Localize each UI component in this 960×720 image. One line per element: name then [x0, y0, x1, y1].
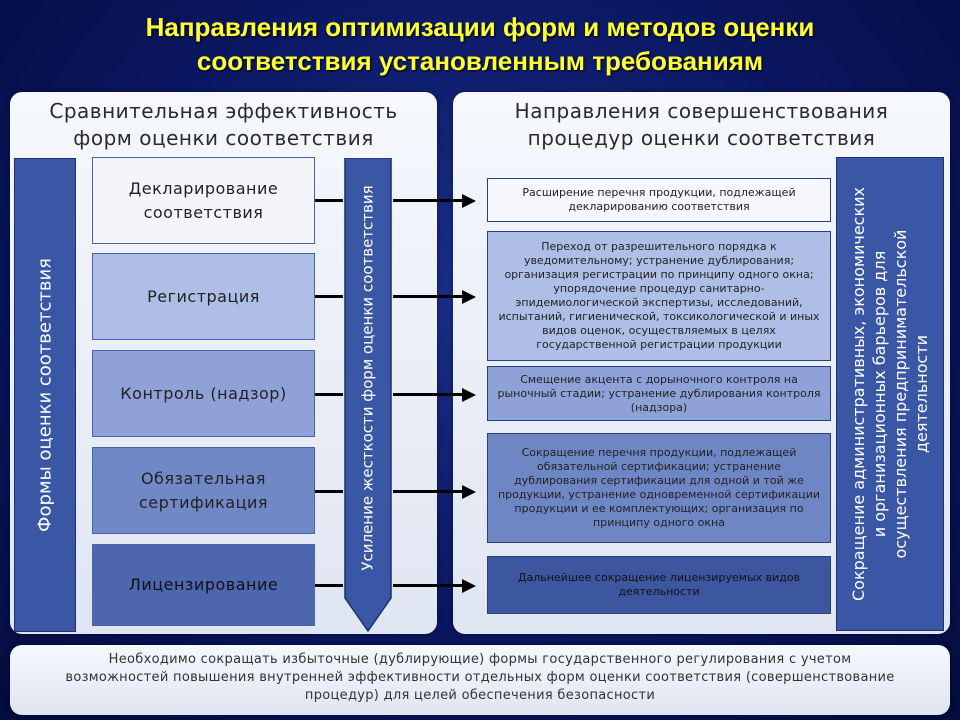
- direction-box-3: Смещение акцента с дорыночного контроля …: [487, 366, 831, 421]
- stringency-arrow-label: Усиление жесткости форм оценки соответст…: [358, 185, 377, 571]
- direction-box-4: Сокращение перечня продукции, подлежащей…: [487, 433, 831, 543]
- conclusion-text: Необходимо сокращать избыточные (дублиру…: [10, 651, 950, 705]
- direction-text: Переход от разрешительного порядка к уве…: [498, 240, 820, 351]
- direction-text: Смещение акцента с дорыночного контроля …: [497, 372, 821, 414]
- title-line-2: соответствия установленным требованиям: [196, 46, 764, 76]
- form-box-licensing: Лицензирование: [92, 544, 315, 626]
- slide-title: Направления оптимизации форм и методов о…: [0, 10, 960, 78]
- direction-box-2: Переход от разрешительного порядка к уве…: [487, 231, 831, 361]
- barriers-label-line-4: деятельности: [912, 334, 931, 454]
- forms-side-label-bar: Формы оценки соответствия: [14, 158, 76, 632]
- direction-box-1: Расширение перечня продукции, подлежащей…: [487, 178, 831, 222]
- forms-side-label: Формы оценки соответствия: [34, 258, 56, 532]
- form-label-2: соответствия: [143, 202, 264, 222]
- form-label: Лицензирование: [128, 575, 279, 594]
- left-heading-line-1: Сравнительная эффективность: [49, 99, 398, 123]
- conclusion-line-1: Необходимо сокращать избыточные (дублиру…: [108, 652, 852, 667]
- barriers-label-line-3: осуществления предпринимательской: [891, 229, 910, 559]
- conclusion-line-3: процедур) для целей обеспечения безопасн…: [304, 688, 656, 703]
- direction-text: Расширение перечня продукции, подлежащей…: [522, 186, 796, 213]
- left-panel-heading: Сравнительная эффективность форм оценки …: [10, 98, 437, 152]
- left-heading-line-2: форм оценки соответствия: [73, 126, 374, 150]
- form-box-declaration: Декларирование соответствия: [92, 157, 315, 244]
- barriers-label-line-2: и организационных барьеров для: [870, 250, 889, 538]
- right-heading-line-2: процедур оценки соответствия: [527, 126, 876, 150]
- form-label: Обязательная: [140, 468, 267, 488]
- form-label: Контроль (надзор): [120, 383, 287, 403]
- form-box-registration: Регистрация: [92, 253, 315, 340]
- direction-text: Сокращение перечня продукции, подлежащей…: [497, 446, 821, 529]
- barriers-side-label: Сокращение административных, экономическ…: [848, 187, 932, 601]
- direction-text: Дальнейшее сокращение лицензируемых видо…: [517, 571, 801, 598]
- form-label: Декларирование: [128, 178, 279, 198]
- conclusion-panel: Необходимо сокращать избыточные (дублиру…: [10, 645, 950, 715]
- right-panel-heading: Направления совершенствования процедур о…: [453, 98, 950, 152]
- stringency-arrow-label-wrap: Усиление жесткости форм оценки соответст…: [343, 158, 393, 598]
- form-label: Регистрация: [147, 286, 260, 306]
- form-box-control: Контроль (надзор): [92, 350, 315, 437]
- form-box-certification: Обязательная сертификация: [92, 447, 315, 534]
- form-label-2: сертификация: [139, 492, 268, 512]
- right-heading-line-1: Направления совершенствования: [514, 99, 889, 123]
- barriers-side-label-bar: Сокращение административных, экономическ…: [836, 157, 944, 631]
- direction-box-5: Дальнейшее сокращение лицензируемых видо…: [487, 556, 831, 614]
- title-line-1: Направления оптимизации форм и методов о…: [145, 12, 815, 42]
- conclusion-line-2: возможностей повышения внутренней эффект…: [65, 670, 895, 685]
- stringency-arrow: [344, 158, 392, 633]
- barriers-label-line-1: Сокращение административных, экономическ…: [849, 186, 868, 602]
